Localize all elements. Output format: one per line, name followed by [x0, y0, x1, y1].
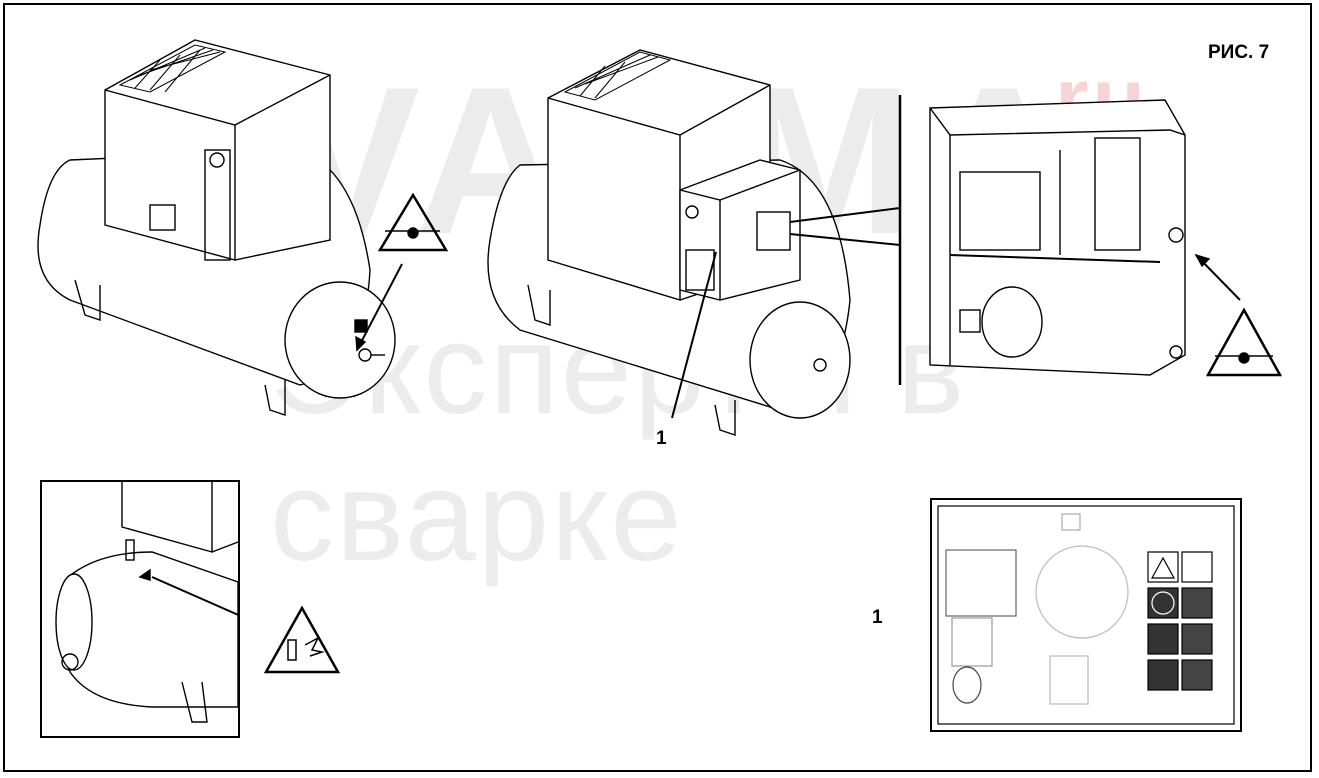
callout-1-main: 1	[656, 428, 667, 449]
label-panel-inset	[930, 498, 1242, 732]
arrow-a	[356, 263, 403, 351]
dryer-open-drawing	[929, 99, 1186, 376]
compressor-a-drawing	[37, 39, 396, 416]
figure-frame	[3, 3, 1312, 772]
callout-1-inset: 1	[872, 607, 883, 628]
tank-drain-drawing	[55, 482, 238, 723]
figure-label: РИС. 7	[1208, 42, 1270, 63]
tank-drain-inset	[40, 480, 240, 738]
warning-sign-b	[1205, 307, 1283, 377]
label-panel-drawing	[937, 505, 1235, 725]
compressor-b-drawing	[487, 49, 851, 436]
warning-sign-a	[377, 192, 449, 252]
